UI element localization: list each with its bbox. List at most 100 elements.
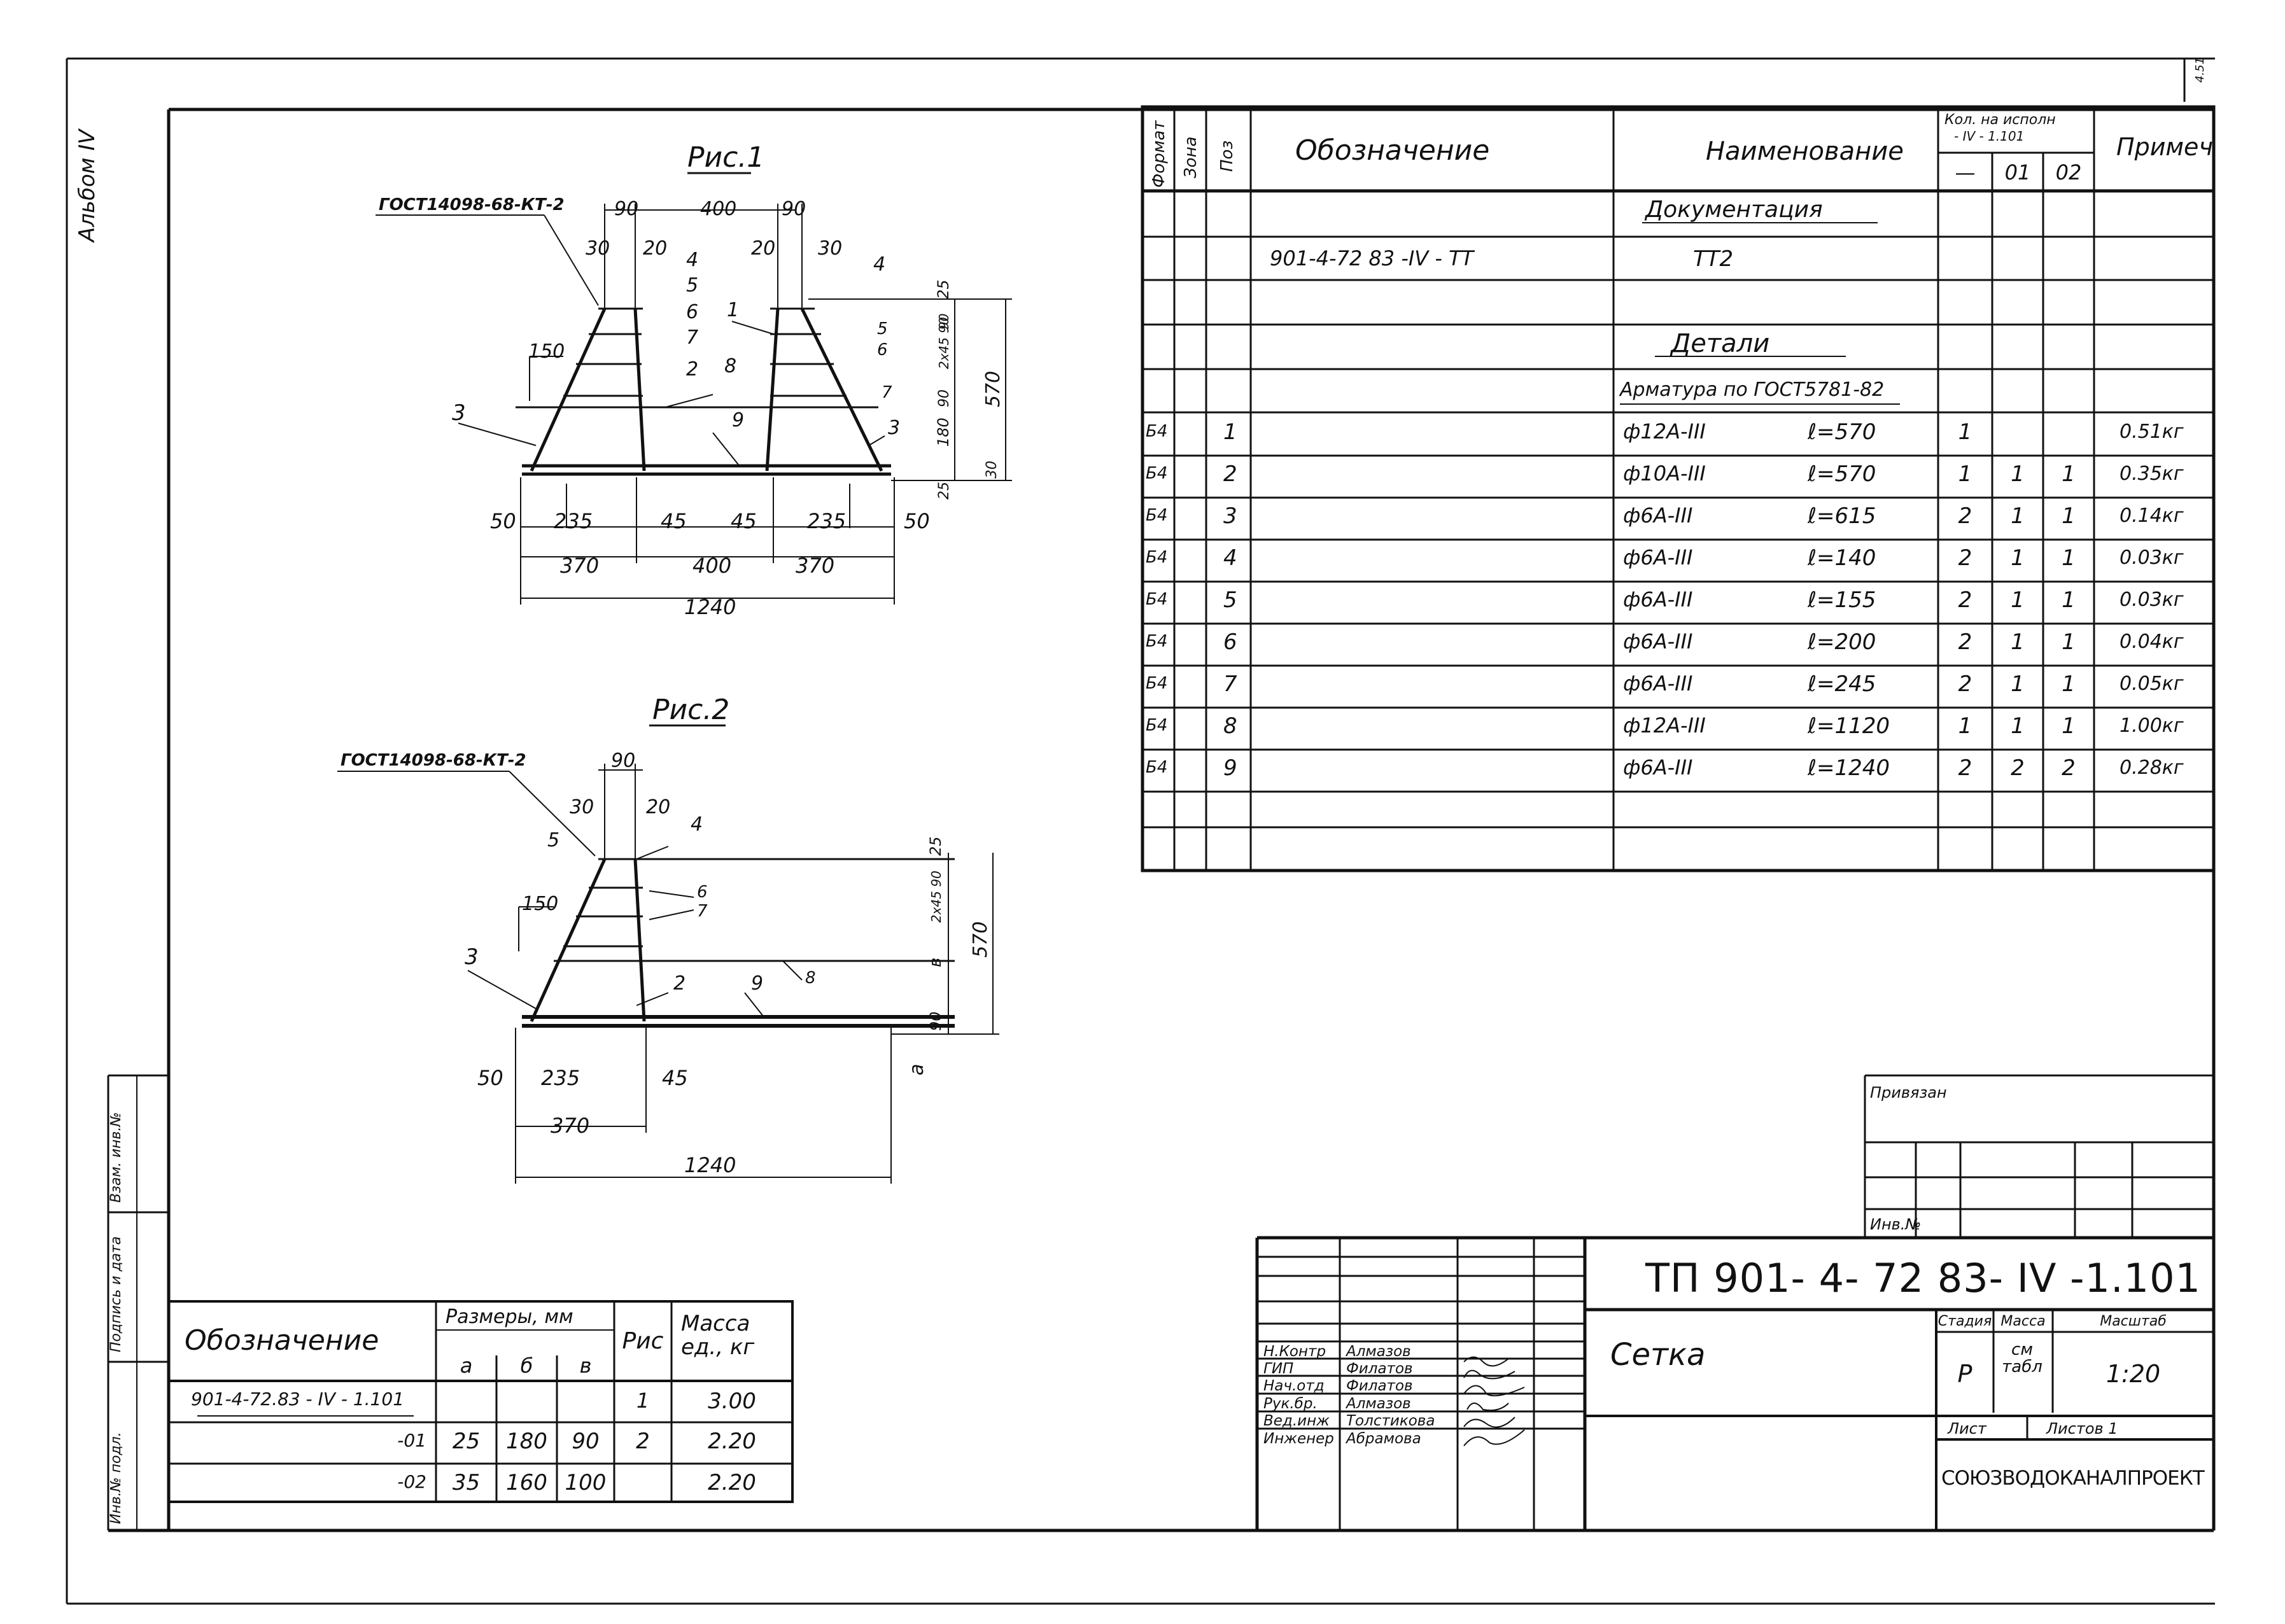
person-role: Инженер bbox=[1263, 1431, 1334, 1447]
spec-row-pos: 5 bbox=[1223, 587, 1237, 613]
spec-row-note: 0.51кг bbox=[2120, 421, 2184, 443]
fig2-pos-7: 7 bbox=[697, 902, 708, 921]
spec-row-name: ф6А-III bbox=[1623, 545, 1693, 570]
fig1-height: 570 bbox=[982, 371, 1004, 407]
spec-row-q2: 1 bbox=[2062, 503, 2076, 529]
size-header-b: б bbox=[520, 1354, 533, 1378]
spec-row-len: ℓ=1240 bbox=[1808, 755, 1890, 781]
person-name: Толстикова bbox=[1346, 1413, 1435, 1429]
spec-row-q0: 2 bbox=[1958, 545, 1972, 571]
spec-row-pos: 4 bbox=[1223, 545, 1237, 571]
size-table-grid bbox=[167, 1300, 794, 1503]
fig2-pos-9: 9 bbox=[751, 972, 763, 995]
spec-row-name: ф6А-III bbox=[1623, 671, 1693, 696]
fig2-b-45: 45 bbox=[662, 1066, 688, 1090]
person-role: ГИП bbox=[1263, 1361, 1294, 1377]
spec-row-name: ф6А-III bbox=[1623, 629, 1693, 654]
fig1-total: 1240 bbox=[684, 595, 736, 619]
spec-row-format: Б4 bbox=[1146, 674, 1168, 693]
figure-2: Рис.2 ГОСТ14098-68-КТ-2 90 30 20 5 4 6 7… bbox=[337, 694, 999, 1184]
fig1-pos-5a: 5 bbox=[686, 274, 698, 297]
spec-row-q1: 1 bbox=[2011, 461, 2025, 487]
fig1-title: Рис.1 bbox=[687, 141, 764, 174]
size-row-mass: 2.20 bbox=[708, 1470, 756, 1495]
spec-row-format: Б4 bbox=[1146, 464, 1168, 483]
massa-value: см табл bbox=[2002, 1340, 2042, 1377]
fig1-pos-7a: 7 bbox=[686, 326, 698, 349]
spec-row-format: Б4 bbox=[1146, 632, 1168, 651]
spec-section-docs: Документация bbox=[1645, 197, 1823, 223]
spec-row-len: ℓ=245 bbox=[1808, 671, 1876, 697]
fig1-b2-370r: 370 bbox=[796, 554, 834, 578]
fig2-pos-5: 5 bbox=[547, 829, 559, 851]
stadia-label: Стадия bbox=[1937, 1313, 1992, 1329]
size-row-fig: 1 bbox=[636, 1389, 650, 1413]
spec-header-qty-sub: - IV - 1.101 bbox=[1954, 129, 2025, 144]
fig1-b-50r: 50 bbox=[904, 509, 930, 533]
spec-row-note: 0.05кг bbox=[2120, 673, 2184, 695]
fig1-b2-370l: 370 bbox=[560, 554, 599, 578]
spec-row-format: Б4 bbox=[1146, 548, 1168, 567]
fig1-pos-4b: 4 bbox=[873, 253, 885, 276]
spec-header-note: Примеч bbox=[2116, 133, 2213, 161]
person-name: Абрамова bbox=[1346, 1431, 1421, 1447]
size-row-designation: -02 bbox=[397, 1471, 426, 1492]
fig1-b-45l: 45 bbox=[661, 509, 687, 533]
spec-row-q2: 1 bbox=[2062, 629, 2076, 655]
masshtab-label: Масштаб bbox=[2100, 1313, 2167, 1329]
spec-row-name: ф6А-III bbox=[1623, 755, 1693, 780]
spec-row-format: Б4 bbox=[1146, 716, 1168, 735]
person-role: Нач.отд bbox=[1263, 1378, 1325, 1394]
spec-row-pos: 9 bbox=[1223, 755, 1237, 781]
fig1-rdim-180: 180 bbox=[934, 417, 952, 447]
fig1-rdim-30: 30 bbox=[984, 461, 1000, 479]
spec-row-pos: 8 bbox=[1223, 713, 1237, 739]
spec-row-pos: 6 bbox=[1223, 629, 1237, 655]
spec-row-q1: 1 bbox=[2011, 545, 2025, 571]
fig2-gost: ГОСТ14098-68-КТ-2 bbox=[341, 751, 526, 770]
person-name: Филатов bbox=[1346, 1378, 1413, 1394]
spec-row-len: ℓ=615 bbox=[1808, 503, 1876, 529]
spec-row-format: Б4 bbox=[1146, 758, 1168, 777]
fig2-dim-30: 30 bbox=[570, 796, 594, 818]
spec-row-note: 0.35кг bbox=[2120, 463, 2184, 485]
size-row-fig: 2 bbox=[636, 1429, 650, 1454]
spec-row-q1: 1 bbox=[2011, 587, 2025, 613]
size-row-v: 100 bbox=[565, 1470, 607, 1495]
stadia-value: Р bbox=[1957, 1360, 1972, 1388]
spec-row-name: ф12А-III bbox=[1623, 419, 1706, 444]
title-code: ТП 901- 4- 72 83- IV -1.101 bbox=[1645, 1255, 2201, 1301]
privyazan-label: Привязан bbox=[1870, 1084, 1947, 1102]
fig1-b2-400: 400 bbox=[693, 554, 731, 578]
spec-subhead: Арматура по ГОСТ5781-82 bbox=[1620, 379, 1885, 401]
spec-row-q1: 2 bbox=[2011, 755, 2025, 781]
fig2-pos-8: 8 bbox=[805, 969, 816, 988]
fig1-dim-20l: 20 bbox=[643, 237, 667, 260]
fig1-pos-8: 8 bbox=[724, 355, 736, 377]
spec-row-format: Б4 bbox=[1146, 506, 1168, 525]
size-row-b: 180 bbox=[506, 1429, 547, 1454]
spec-row-q0: 2 bbox=[1958, 587, 1972, 613]
spec-header-qty-2: 02 bbox=[2055, 160, 2082, 185]
size-header-a: а bbox=[460, 1354, 473, 1378]
spec-row-q2: 1 bbox=[2062, 461, 2076, 487]
size-header-v: в bbox=[579, 1354, 592, 1378]
spec-table-grid bbox=[1141, 105, 2216, 872]
spec-row-q0: 1 bbox=[1958, 419, 1972, 445]
spec-row-pos: 2 bbox=[1223, 461, 1237, 487]
fig1-rdim-2x45: 2x45 90 bbox=[936, 317, 952, 369]
spec-row-note: 0.14кг bbox=[2120, 505, 2184, 527]
spec-row-q0: 2 bbox=[1958, 671, 1972, 697]
fig1-b-45r: 45 bbox=[731, 509, 757, 533]
fig1-dim-90-left: 90 bbox=[614, 198, 638, 220]
person-name: Филатов bbox=[1346, 1361, 1413, 1377]
spec-row-len: ℓ=570 bbox=[1808, 461, 1876, 487]
spec-row-len: ℓ=1120 bbox=[1808, 713, 1890, 739]
spec-row-format: Б4 bbox=[1146, 422, 1168, 441]
fig2-pos-4: 4 bbox=[691, 813, 703, 836]
fig2-rdim-2x45: 2x45 90 bbox=[929, 871, 944, 923]
fig1-rdim-90b: 90 bbox=[936, 389, 952, 407]
fig1-dim-400: 400 bbox=[700, 198, 736, 220]
size-row-a: 35 bbox=[452, 1470, 481, 1495]
